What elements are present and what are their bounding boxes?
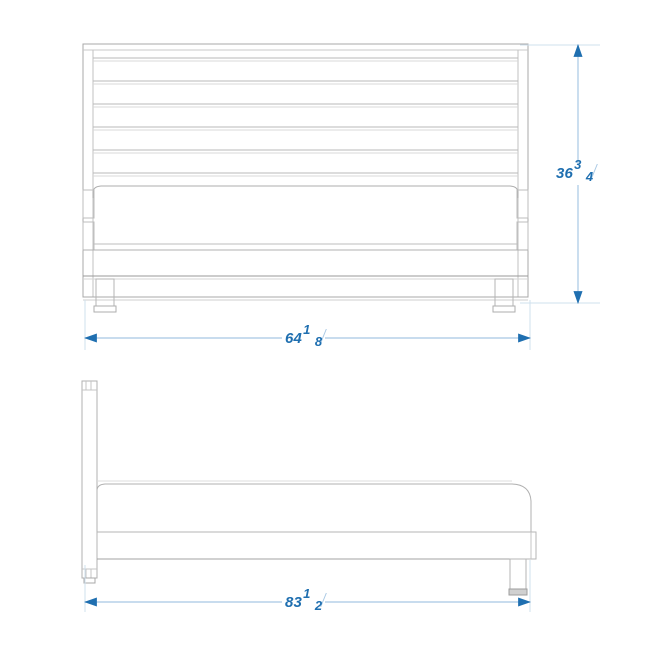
headboard-slats [93, 57, 518, 177]
rail-bracket-left [82, 189, 95, 251]
side-frame-rail [96, 531, 537, 560]
bed-frame-band [83, 249, 528, 301]
mattress-body-side [96, 480, 532, 548]
headboard-post-side [81, 380, 98, 584]
dimension-height-numerator: 3 [574, 157, 582, 172]
side-elevation-view [81, 380, 537, 596]
dimension-width-numerator: 1 [303, 322, 311, 337]
dimension-width-denominator: 8 [314, 334, 323, 349]
headboard-panel [82, 43, 529, 298]
dimension-height-whole: 36 [556, 165, 574, 183]
rail-bracket-right [516, 189, 529, 251]
leg-front-left [93, 278, 117, 313]
dimension-length-whole: 83 [285, 594, 303, 612]
dimension-length-denominator: 2 [314, 598, 323, 613]
dimension-width-whole: 64 [285, 330, 303, 348]
dimension-length-numerator: 1 [303, 586, 311, 601]
mattress-rail-front [92, 185, 519, 245]
front-elevation-view [82, 43, 529, 313]
leg-side-right [508, 558, 528, 596]
dimension-height-denominator: 4 [585, 169, 594, 184]
leg-front-right [492, 278, 516, 313]
